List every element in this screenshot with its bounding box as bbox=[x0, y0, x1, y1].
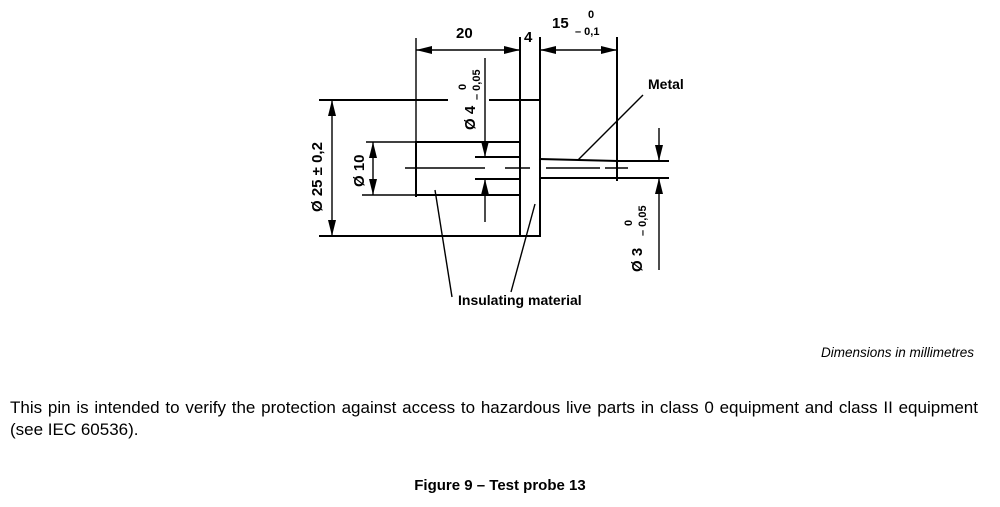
dimension-pin-base-diameter bbox=[481, 58, 489, 222]
figure-caption: Figure 9 – Test probe 13 bbox=[414, 477, 586, 494]
dim-flange-width: 4 bbox=[524, 29, 533, 46]
dim-pin-length: 15 bbox=[552, 15, 569, 32]
dim-pin-base-tol-lower: – 0,05 bbox=[471, 69, 483, 100]
dimension-body-diameter bbox=[369, 142, 377, 195]
dim-flange-diameter: Ø 25 ± 0,2 bbox=[309, 142, 326, 212]
probe-body bbox=[415, 141, 521, 197]
dimension-pin-tip-diameter bbox=[655, 128, 663, 270]
description-paragraph: This pin is intended to verify the prote… bbox=[10, 398, 978, 439]
test-probe-drawing: 20 4 15 0 – 0,1 Ø 25 ± 0,2 Ø 10 Ø 4 0 – … bbox=[309, 9, 684, 308]
dim-body-diameter: Ø 10 bbox=[351, 154, 368, 187]
dim-pin-length-tol-lower: – 0,1 bbox=[575, 26, 599, 38]
dim-pin-tip-tol-upper: 0 bbox=[623, 220, 635, 226]
dim-pin-base-diameter: Ø 4 bbox=[462, 105, 479, 130]
dim-pin-tip-tol-lower: – 0,05 bbox=[637, 205, 649, 236]
dimension-lengths bbox=[415, 38, 617, 142]
units-note: Dimensions in millimetres bbox=[820, 345, 974, 360]
metal-leader bbox=[577, 94, 644, 161]
probe-pin bbox=[475, 37, 669, 181]
label-insulating-material: Insulating material bbox=[458, 292, 582, 308]
dim-body-length: 20 bbox=[456, 25, 473, 42]
dim-pin-tip-diameter: Ø 3 bbox=[629, 248, 646, 272]
dim-pin-length-tol-upper: 0 bbox=[588, 9, 594, 21]
dimension-flange-diameter bbox=[328, 100, 336, 236]
probe-flange bbox=[319, 37, 541, 237]
insulating-leader-body bbox=[434, 189, 453, 298]
insulating-leader-flange bbox=[510, 203, 536, 293]
dim-pin-base-tol-upper: 0 bbox=[457, 84, 469, 90]
label-metal: Metal bbox=[648, 76, 684, 92]
